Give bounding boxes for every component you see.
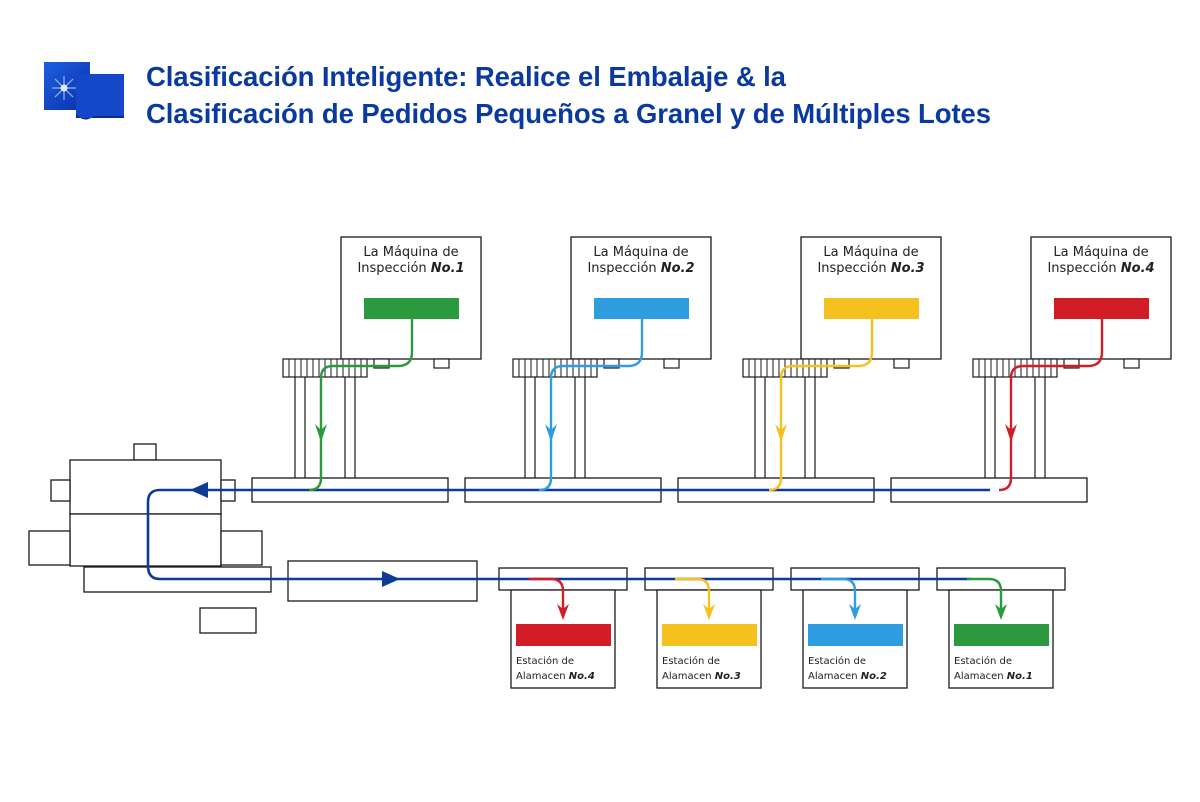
roller-frame [972,358,1058,478]
page-title: Clasificación Inteligente: Realice el Em… [146,58,991,132]
flow-arrow-down-icon [557,604,569,620]
roller-frame [742,358,828,478]
machine-foot [433,358,450,369]
roller-frame [512,358,598,478]
title-line-1: Clasificación Inteligente: Realice el Em… [146,61,786,92]
machine-color-bar [594,298,689,319]
machine-foot [833,358,850,369]
machine-color-bar [364,298,459,319]
machine-foot [603,358,620,369]
roller-frame [282,358,368,478]
flow-path-machine-2 [538,319,644,492]
title-line-2: Clasificación de Pedidos Pequeños a Gran… [146,98,991,129]
machine-foot [893,358,910,369]
flow-path-machine-1 [308,319,414,492]
brand-logo-icon [44,62,124,120]
flow-arrow-down-icon [545,424,557,442]
flow-path-station-2 [675,577,711,612]
flow-arrow-down-icon [703,604,715,620]
machine-foot [373,358,390,369]
machine-color-bar [1054,298,1149,319]
flow-path-machine-3 [768,319,874,492]
flow-arrow-down-icon [995,604,1007,620]
machine-foot [1123,358,1140,369]
station-color-bar [516,624,611,646]
station-color-bar [954,624,1049,646]
flow-path-machine-4 [998,319,1104,492]
flow-arrow-down-icon [1005,424,1017,442]
flow-path-station-4 [967,577,1003,612]
flow-arrow-down-icon [315,424,327,442]
machine-foot [663,358,680,369]
machine-color-bar [824,298,919,319]
flow-path-station-3 [821,577,857,612]
station-color-bar [662,624,757,646]
main-flow-path [146,488,990,581]
flow-arrow-down-icon [849,604,861,620]
loading-machine [28,443,272,634]
machine-foot [1063,358,1080,369]
station-color-bar [808,624,903,646]
flow-path-station-1 [529,577,565,612]
flow-arrow-left-icon [190,482,208,498]
flow-arrow-down-icon [775,424,787,442]
flow-arrow-right-icon [382,571,400,587]
